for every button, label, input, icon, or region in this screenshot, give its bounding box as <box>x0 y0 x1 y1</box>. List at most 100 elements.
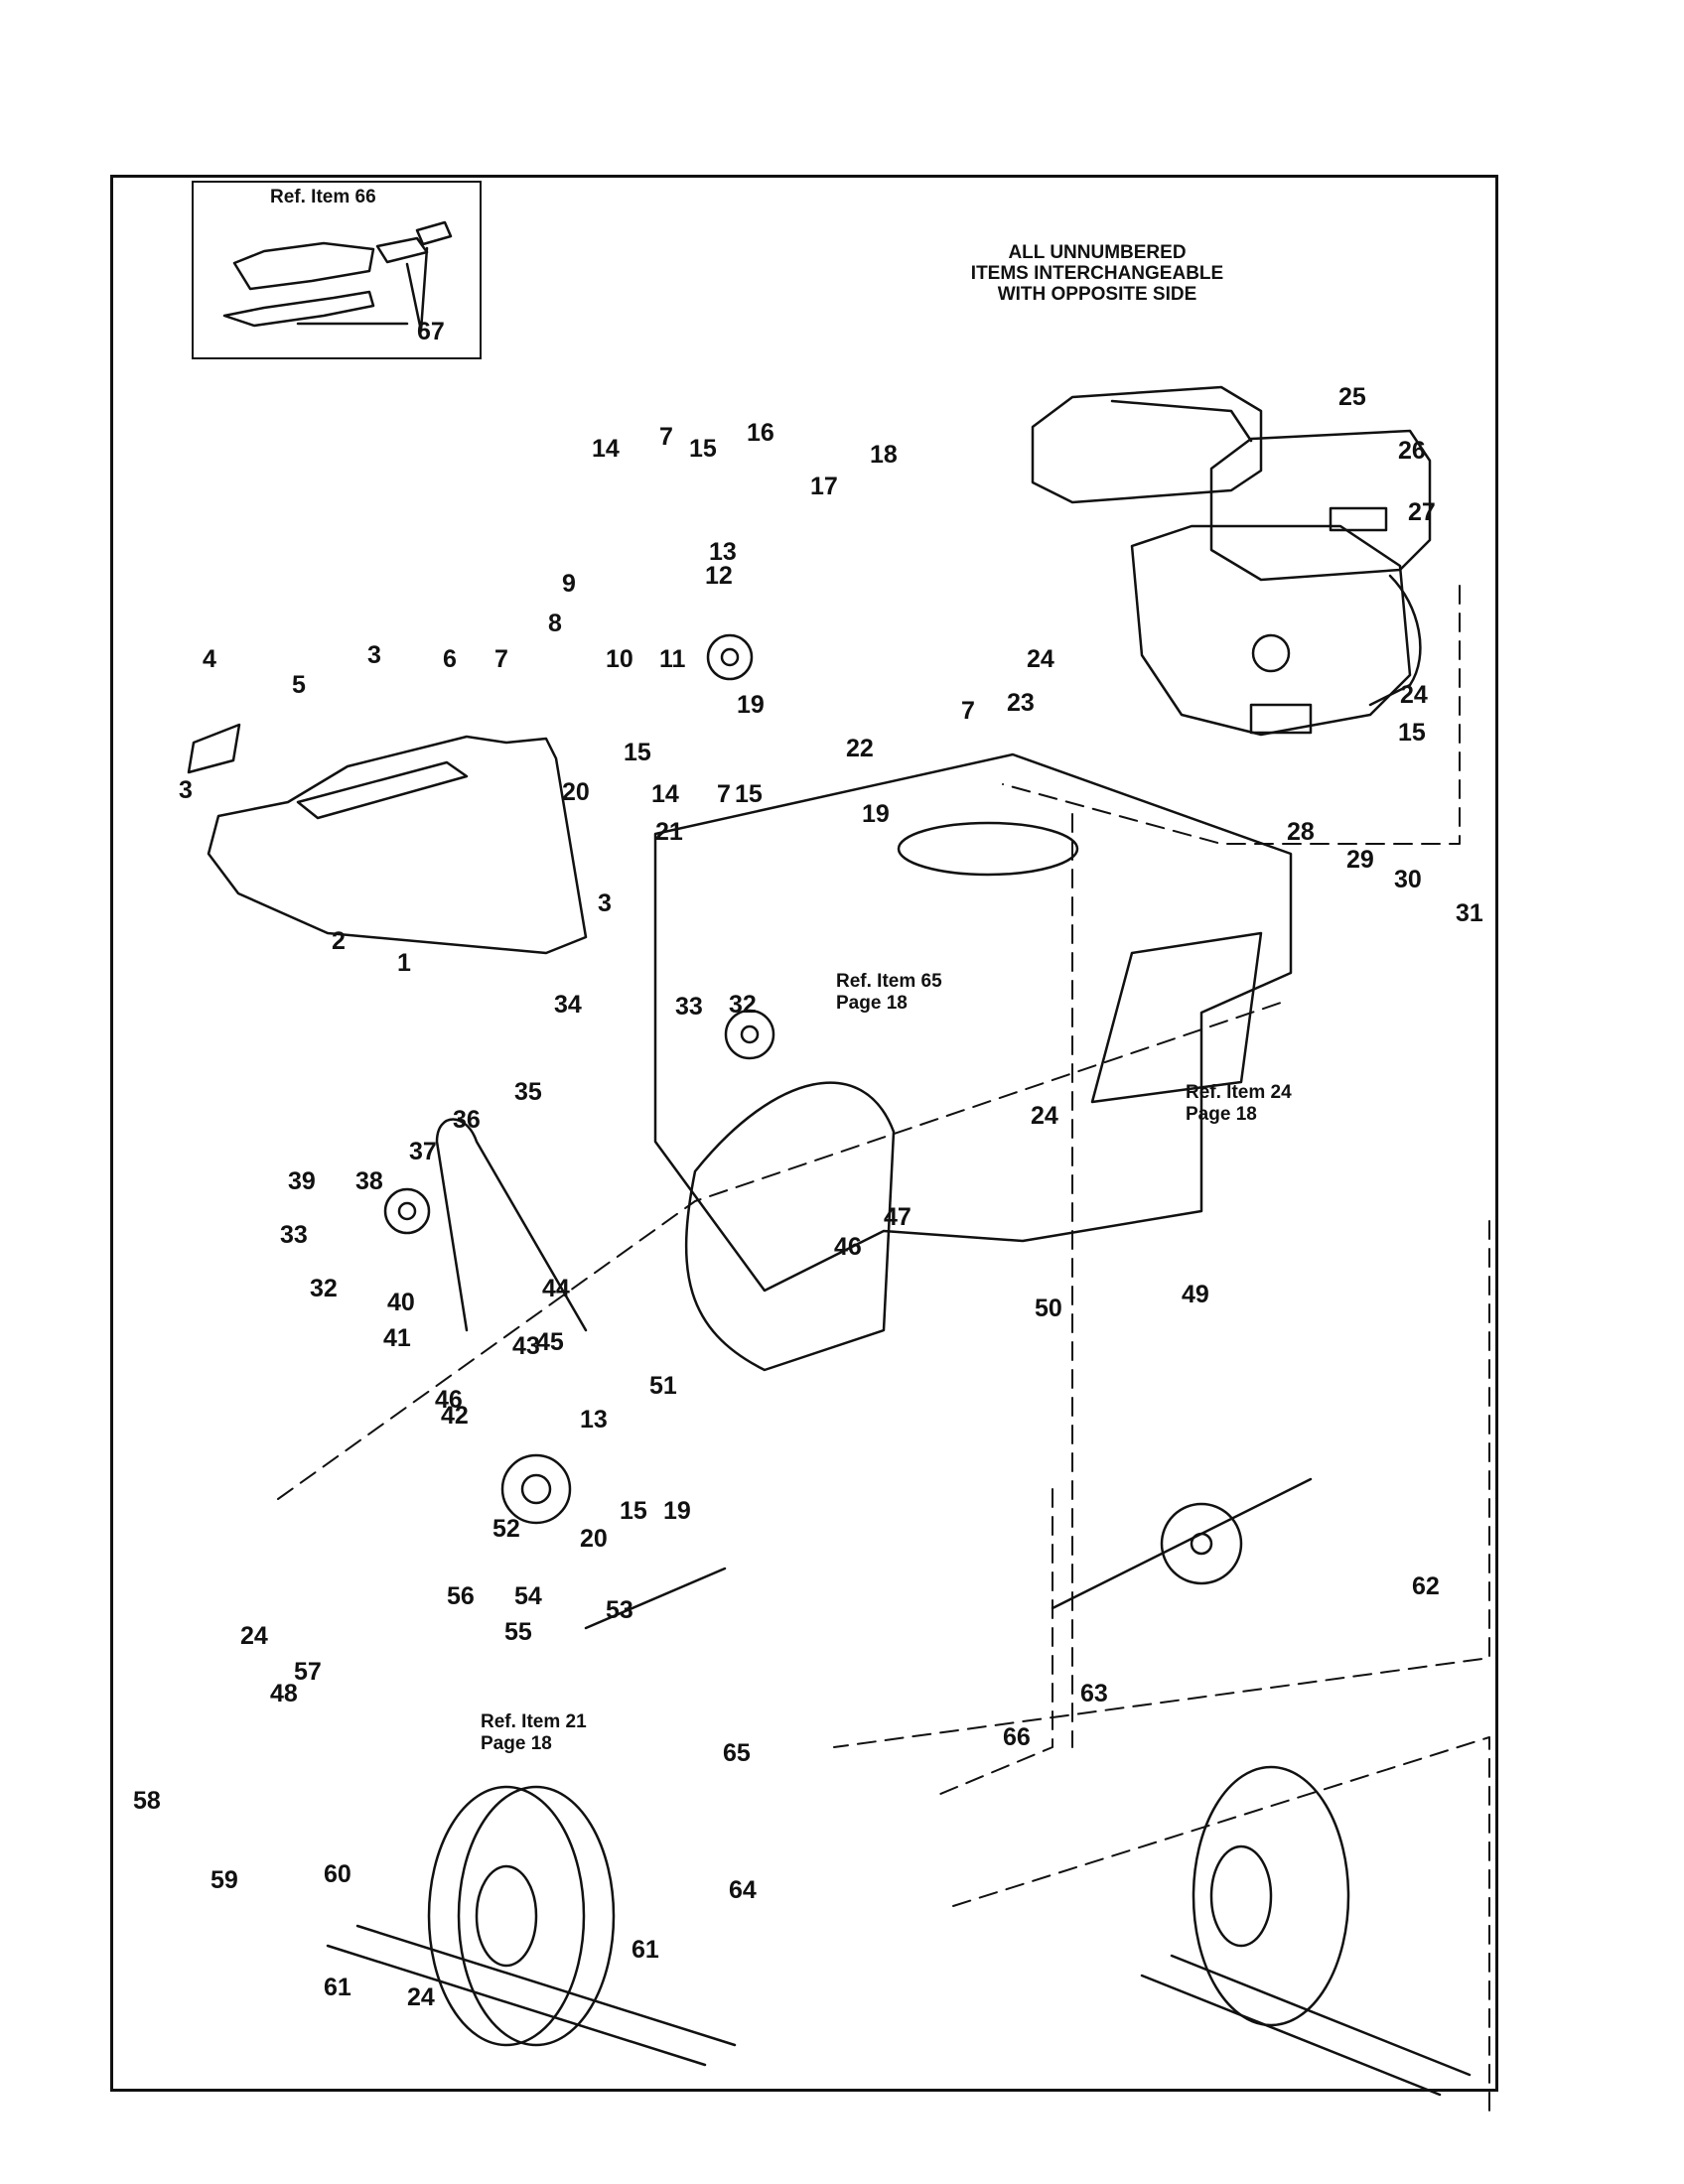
part-label: 44 <box>542 1275 570 1302</box>
belt-and-pulleys <box>383 633 775 1525</box>
part-label: 65 <box>723 1739 751 1767</box>
note-line: WITH OPPOSITE SIDE <box>997 284 1197 305</box>
part-label: 18 <box>870 441 898 469</box>
part-label: 9 <box>562 570 576 598</box>
drive-shaft <box>584 1477 1313 1630</box>
part-label: 53 <box>606 1596 633 1624</box>
ref-line: Ref. Item 21 <box>481 1711 587 1732</box>
engine-assembly <box>1031 385 1432 737</box>
part-label: 36 <box>453 1106 481 1134</box>
part-label: 28 <box>1287 818 1315 846</box>
part-label: 21 <box>655 818 683 846</box>
part-label: 15 <box>624 739 651 766</box>
part-label: 19 <box>862 800 890 828</box>
ref-line: Ref. Item 24 <box>1186 1082 1292 1103</box>
part-label: 45 <box>536 1328 564 1356</box>
part-label: 12 <box>705 562 733 590</box>
ref-line: Ref. Item 65 <box>836 971 942 992</box>
auger-housing <box>653 752 1293 1372</box>
part-label: 40 <box>387 1289 415 1316</box>
part-label: 14 <box>651 780 679 808</box>
chain-link-sketch <box>222 220 453 333</box>
part-label: 57 <box>294 1658 322 1686</box>
part-label: 5 <box>292 671 306 699</box>
part-label: 43 <box>512 1332 540 1360</box>
part-label: 24 <box>407 1983 435 2011</box>
note-line: ITEMS INTERCHANGEABLE <box>970 263 1224 284</box>
part-label: 62 <box>1412 1572 1440 1600</box>
part-label: 15 <box>735 780 763 808</box>
part-label: 2 <box>332 927 346 955</box>
interchangeability-note: ALL UNNUMBERED ITEMS INTERCHANGEABLE WIT… <box>923 242 1271 305</box>
part-label: 42 <box>441 1402 469 1430</box>
part-label: 58 <box>133 1787 161 1815</box>
part-label: 61 <box>632 1936 659 1964</box>
part-label: 60 <box>324 1860 351 1888</box>
part-label: 8 <box>548 610 562 637</box>
part-label: 19 <box>663 1497 691 1525</box>
part-label: 15 <box>1398 719 1426 747</box>
note-line: ALL UNNUMBERED <box>1008 242 1187 263</box>
part-label: 24 <box>1400 681 1428 709</box>
part-label: 33 <box>280 1221 308 1249</box>
part-label: 34 <box>554 991 582 1019</box>
part-label: 51 <box>649 1372 677 1400</box>
part-label: 3 <box>179 776 193 804</box>
part-label: 7 <box>961 697 975 725</box>
diagram-frame <box>110 175 1498 2092</box>
part-label: 59 <box>210 1866 238 1894</box>
part-label: 22 <box>846 735 874 762</box>
part-label: 20 <box>580 1525 608 1553</box>
ref-line: Page 18 <box>1186 1104 1257 1125</box>
part-label: 49 <box>1182 1281 1209 1308</box>
part-label: 46 <box>435 1386 463 1414</box>
ref-item-66-inset <box>192 181 482 359</box>
reference-lines <box>277 585 1490 2116</box>
part-label: 30 <box>1394 866 1422 893</box>
belt-cover <box>187 723 588 955</box>
part-label: 67 <box>417 318 445 345</box>
part-label: 54 <box>514 1582 542 1610</box>
part-label: 38 <box>355 1167 383 1195</box>
part-label: 10 <box>606 645 633 673</box>
part-label: 52 <box>492 1515 520 1543</box>
part-label: 66 <box>1003 1723 1031 1751</box>
wheels <box>427 1765 1350 2047</box>
part-label: 1 <box>397 949 411 977</box>
part-label: 15 <box>620 1497 647 1525</box>
part-label: 3 <box>367 641 381 669</box>
part-label: 15 <box>689 435 717 463</box>
part-label: 61 <box>324 1974 351 2001</box>
part-label: 13 <box>709 538 737 566</box>
part-label: 64 <box>729 1876 757 1904</box>
part-label: 7 <box>717 780 731 808</box>
part-label: 48 <box>270 1680 298 1707</box>
part-label: 39 <box>288 1167 316 1195</box>
tracks <box>326 1924 1472 2097</box>
part-label: 47 <box>884 1203 912 1231</box>
part-label: 16 <box>747 419 774 447</box>
part-label: 32 <box>310 1275 338 1302</box>
part-label: 26 <box>1398 437 1426 465</box>
part-label: 32 <box>729 991 757 1019</box>
part-label: 25 <box>1338 383 1366 411</box>
part-label: 17 <box>810 473 838 500</box>
part-label: 7 <box>494 645 508 673</box>
ref-line: Ref. Item 66 <box>270 187 376 207</box>
part-label: 24 <box>1031 1102 1058 1130</box>
part-label: 31 <box>1456 899 1483 927</box>
part-label: 11 <box>659 645 686 673</box>
ref-line: Page 18 <box>836 993 908 1014</box>
part-label: 56 <box>447 1582 475 1610</box>
part-label: 4 <box>203 645 216 673</box>
part-label: 33 <box>675 993 703 1021</box>
part-label: 55 <box>504 1618 532 1646</box>
part-label: 29 <box>1346 846 1374 874</box>
part-label: 50 <box>1035 1295 1062 1322</box>
part-label: 14 <box>592 435 620 463</box>
part-label: 23 <box>1007 689 1035 717</box>
